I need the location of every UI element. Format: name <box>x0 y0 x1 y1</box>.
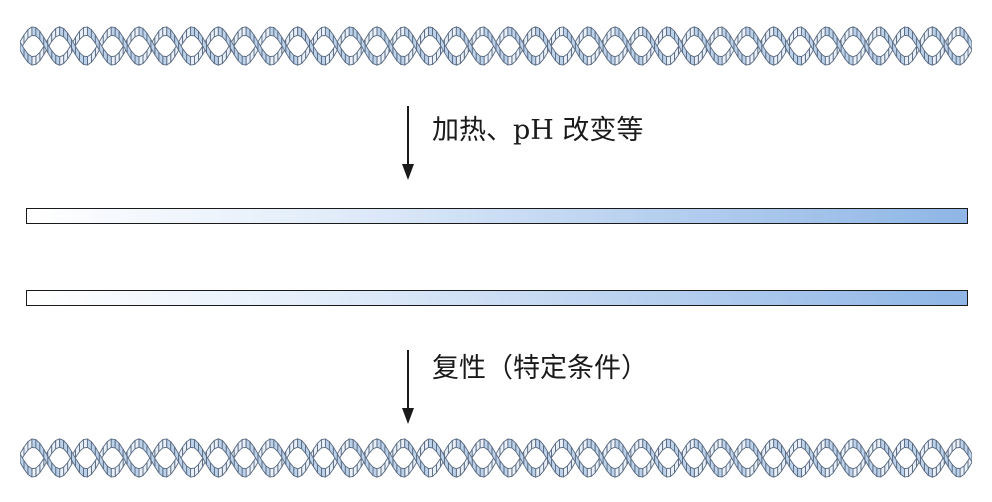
renaturation-condition-label: 复性（特定条件） <box>432 353 648 384</box>
dna-double-helix-bottom <box>20 438 972 478</box>
down-arrow-denaturation <box>398 104 418 188</box>
helix-ribbons <box>20 438 972 478</box>
single-strand-lower <box>26 290 968 306</box>
denaturation-condition-label: 加热、pH 改变等 <box>432 115 644 146</box>
down-arrow-renaturation <box>398 348 418 432</box>
dna-double-helix-top <box>20 26 972 66</box>
helix-ribbons <box>20 26 972 66</box>
single-strand-upper <box>26 208 968 224</box>
